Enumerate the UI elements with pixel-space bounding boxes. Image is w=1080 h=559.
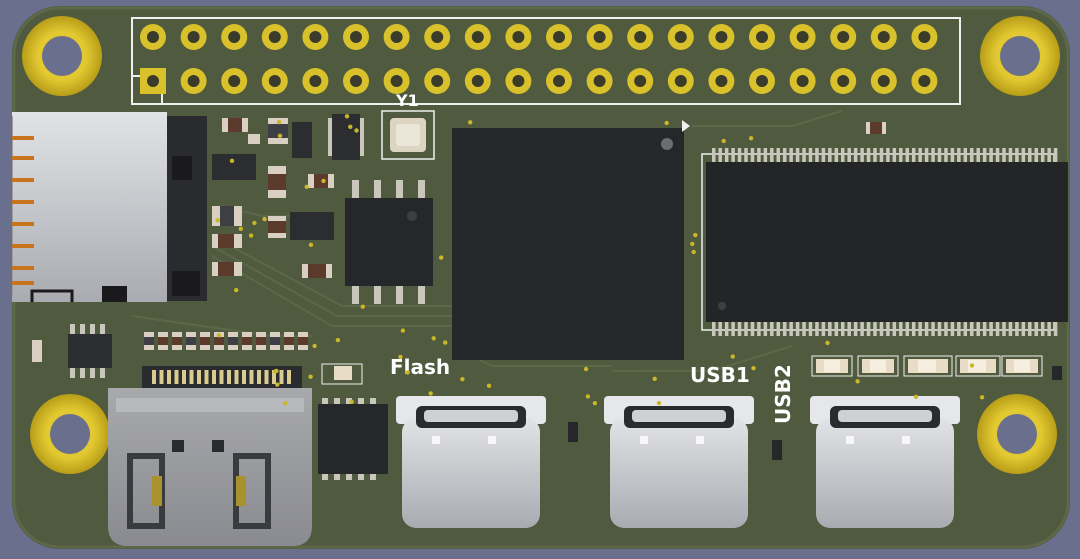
gpio-pin: [505, 24, 532, 50]
vias: [215, 114, 985, 406]
usb1-label: USB1: [690, 363, 750, 387]
usb-c-connector-usb2[interactable]: [810, 396, 960, 528]
mounting-hole-top-left: [22, 16, 102, 96]
mounting-hole-bottom-left: [30, 394, 110, 474]
gpio-pin: [708, 24, 735, 50]
gpio-pin: [627, 68, 654, 94]
mini-hdmi-connector[interactable]: [108, 366, 312, 546]
usb-c-connector-flash[interactable]: [396, 396, 546, 528]
gpio-pin: [789, 24, 816, 50]
gpio-pin: [383, 24, 410, 50]
gpio-pin: [830, 68, 857, 94]
gpio-pin: [302, 24, 329, 50]
gpio-pin: [667, 24, 694, 50]
crystal-y1: [381, 110, 435, 160]
gpio-pin: [870, 68, 897, 94]
microsd-slot: [12, 112, 207, 302]
gpio-pin: [221, 24, 248, 50]
gpio-pin: [749, 24, 775, 50]
gpio-pin: [221, 68, 248, 94]
gpio-pin: [140, 68, 166, 94]
usb2-label: USB2: [771, 364, 795, 424]
mounting-hole-bottom-right: [977, 394, 1057, 474]
flash-chip: [345, 180, 433, 304]
gpio-pin: [302, 68, 329, 94]
gpio-pin: [627, 24, 654, 50]
gpio-pin: [383, 68, 410, 94]
pcb-render: Y1: [12, 6, 1070, 549]
passive-row: [144, 332, 308, 350]
gpio-pin: [140, 24, 166, 50]
gpio-pin: [261, 68, 288, 94]
gpio-pin: [180, 68, 207, 94]
gpio-pin: [464, 24, 491, 50]
flash-label: Flash: [390, 355, 450, 379]
gpio-pin: [546, 24, 572, 50]
gpio-header-outline: [131, 17, 961, 105]
gpio-pin: [546, 68, 572, 94]
esd-array: [32, 324, 112, 378]
gpio-pin: [586, 68, 613, 94]
gpio-pin: [708, 68, 735, 94]
gpio-pin: [180, 24, 207, 50]
led-row: [811, 355, 1043, 377]
gpio-pin: [911, 68, 938, 94]
crystal-label: Y1: [395, 91, 419, 110]
usb-c-connector-usb1[interactable]: [604, 396, 754, 528]
gpio-pin: [343, 24, 369, 50]
regulator-chip: [328, 114, 364, 160]
smd-passives: [212, 118, 334, 278]
sdram-chip: [701, 148, 1068, 336]
gpio-pin: [749, 68, 775, 94]
gpio-pin: [789, 68, 816, 94]
usb-controller-chip: [318, 363, 388, 480]
gpio-pin: [667, 68, 694, 94]
gpio-pin: [830, 24, 857, 50]
sdram-pins: [712, 148, 1058, 336]
gpio-pin: [911, 24, 938, 50]
gpio-pin: [424, 24, 451, 50]
gpio-pin: [261, 24, 288, 50]
gpio-pin: [586, 24, 613, 50]
gpio-pin: [870, 24, 897, 50]
main-soc: [452, 120, 690, 360]
mounting-hole-top-right: [980, 16, 1060, 96]
gpio-header-pins: [140, 24, 938, 94]
microsd-contacts: [12, 136, 34, 285]
pcb-board: Y1: [12, 6, 1070, 549]
gpio-pin: [343, 68, 369, 94]
gpio-pin: [464, 68, 491, 94]
gpio-pin: [505, 68, 532, 94]
gpio-pin: [424, 68, 451, 94]
